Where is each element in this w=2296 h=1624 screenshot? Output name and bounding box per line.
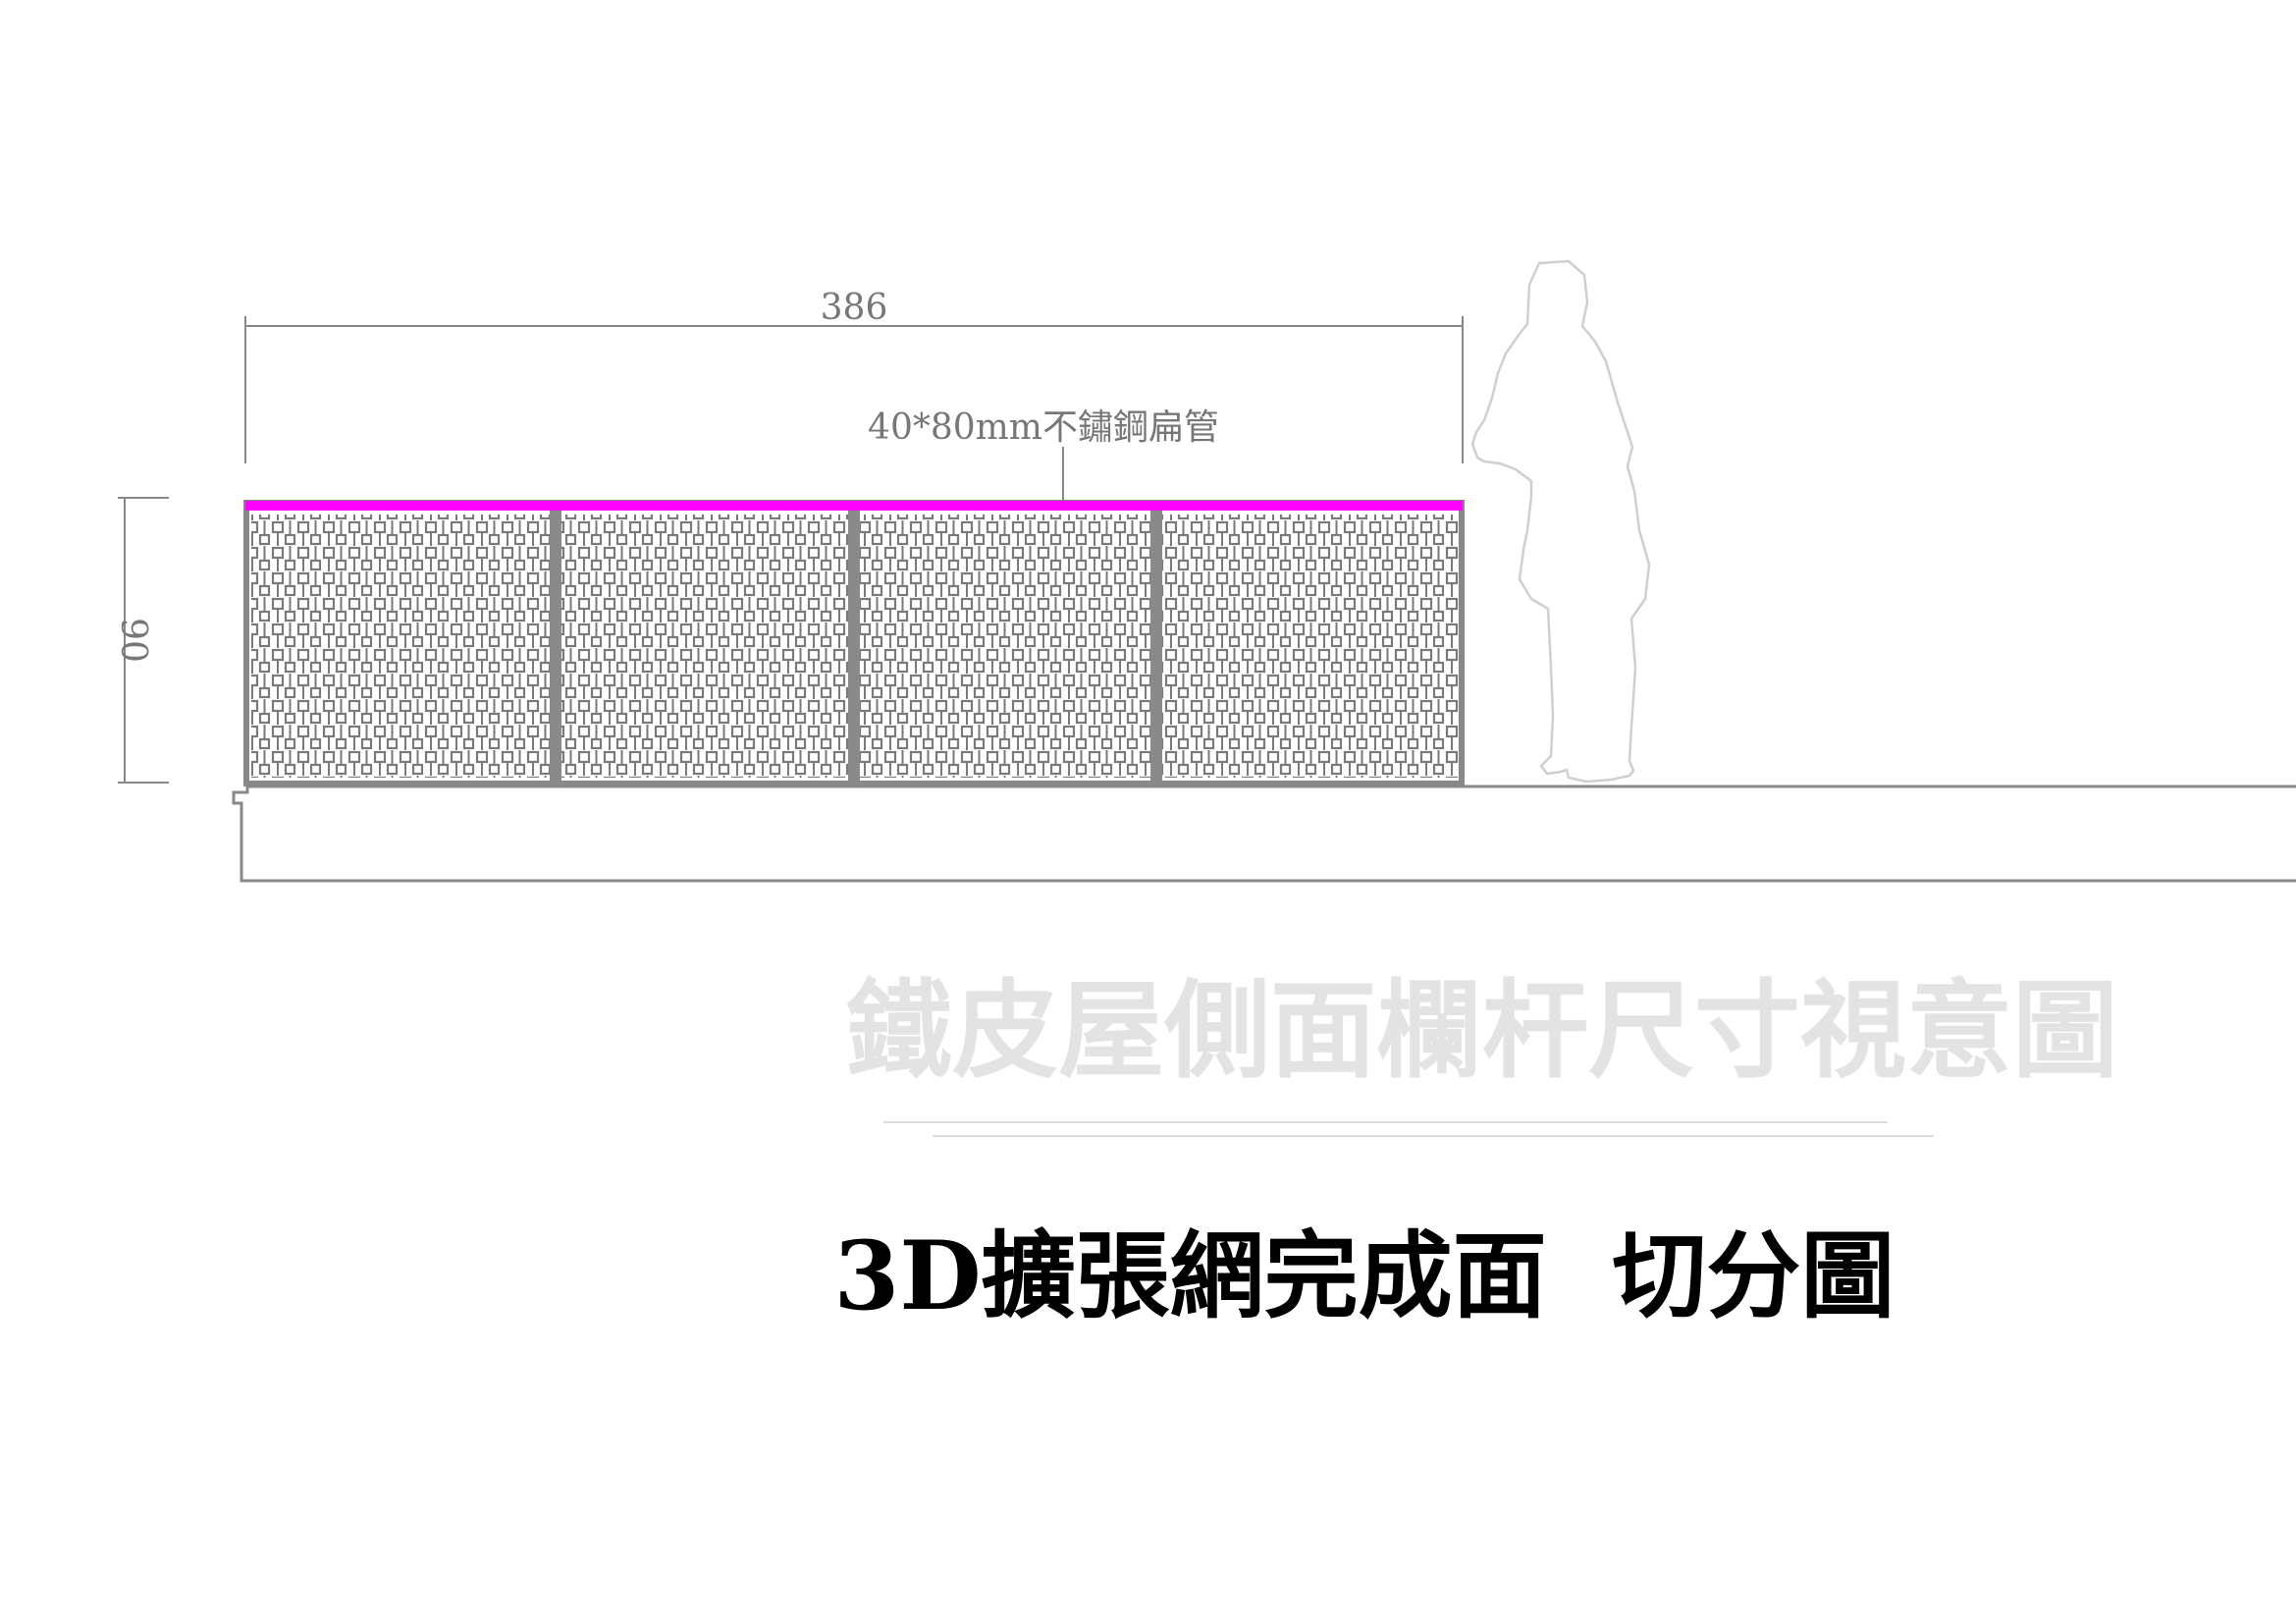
- mesh-panel-4: [1162, 514, 1459, 778]
- height-dimension: [118, 497, 169, 784]
- main-title: 3D擴張網完成面 切分圖: [834, 1220, 1896, 1331]
- railing: [243, 500, 1465, 786]
- width-dimension: [244, 316, 1464, 463]
- width-dimension-label: 386: [821, 288, 888, 328]
- post-1: [550, 506, 561, 784]
- top-rail-note: 40*80mm不鏽鋼扁管: [868, 407, 1219, 448]
- post-3: [1150, 506, 1162, 784]
- mesh-panel-1: [251, 514, 550, 778]
- ground-slab: [232, 785, 2296, 883]
- post-2: [848, 506, 860, 784]
- mesh-panel-3: [860, 514, 1150, 778]
- mesh-panel-2: [561, 514, 848, 778]
- person-silhouette: [1470, 259, 1651, 784]
- height-dimension-label: 90: [113, 618, 153, 663]
- watermark-title: 鐵皮屋側面欄杆尺寸視意圖: [846, 969, 2118, 1093]
- top-rail-stainless-tube: [245, 501, 1463, 511]
- slab-outline: [232, 785, 2296, 883]
